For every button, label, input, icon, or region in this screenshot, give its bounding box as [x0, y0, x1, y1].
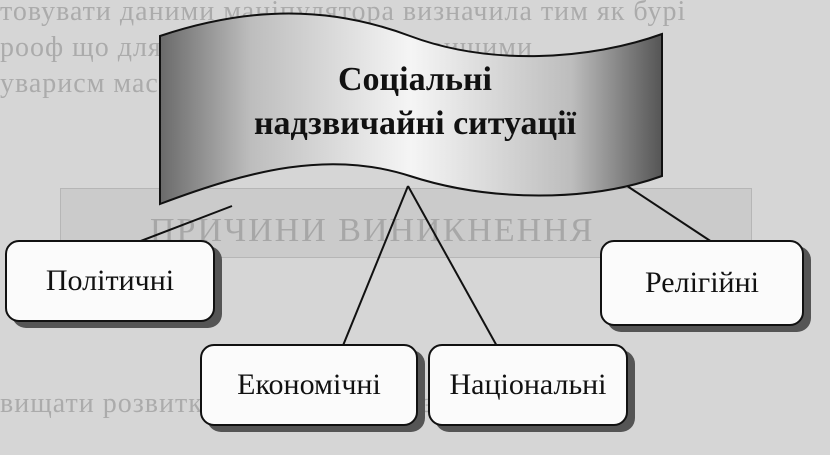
title-line-1: Соціальні	[338, 61, 492, 98]
node-religious: Релігійні	[600, 240, 804, 326]
node-political-label: Політичні	[45, 264, 175, 297]
node-national: Національні	[428, 344, 628, 426]
connector-national	[407, 185, 499, 349]
banner-body	[159, 12, 663, 206]
node-economic: Економічні	[200, 344, 418, 426]
diagram-title: Соціальні надзвичайні ситуації	[175, 58, 655, 146]
background-faint-box-text: ПРИЧИНИ ВИНИКНЕННЯ	[150, 212, 595, 249]
connector-religious	[617, 179, 719, 247]
node-political: Політичні	[5, 240, 215, 322]
node-economic-label: Економічні	[237, 368, 381, 401]
connector-economic	[341, 185, 409, 349]
node-national-label: Національні	[449, 368, 607, 401]
title-line-2: надзвичайні ситуації	[253, 105, 577, 142]
node-religious-label: Релігійні	[645, 266, 759, 299]
